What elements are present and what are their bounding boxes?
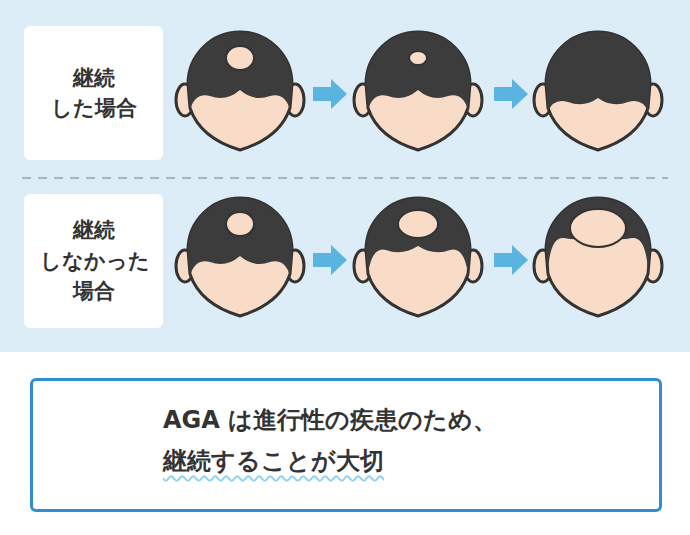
row-label: 継続 しなかった 場合 [40, 215, 148, 306]
head [176, 198, 304, 316]
arrow [494, 245, 528, 275]
arrow [313, 79, 347, 109]
label-box: 継続 した場合 [24, 26, 163, 160]
head [534, 198, 662, 316]
head [534, 32, 662, 150]
divider [22, 177, 668, 179]
arrow [494, 79, 528, 109]
row-label: 継続 した場合 [40, 63, 148, 124]
head [176, 32, 304, 150]
background-band [0, 0, 690, 352]
note-text: 継続することが大切 [163, 444, 384, 479]
note-box: AGA は進行性の疾患のため、継続することが大切 [30, 378, 662, 512]
note-text: AGA は進行性の疾患のため、 [163, 403, 639, 438]
arrow [313, 245, 347, 275]
head [354, 198, 482, 316]
label-box: 継続 しなかった 場合 [24, 194, 163, 328]
head [354, 32, 482, 150]
